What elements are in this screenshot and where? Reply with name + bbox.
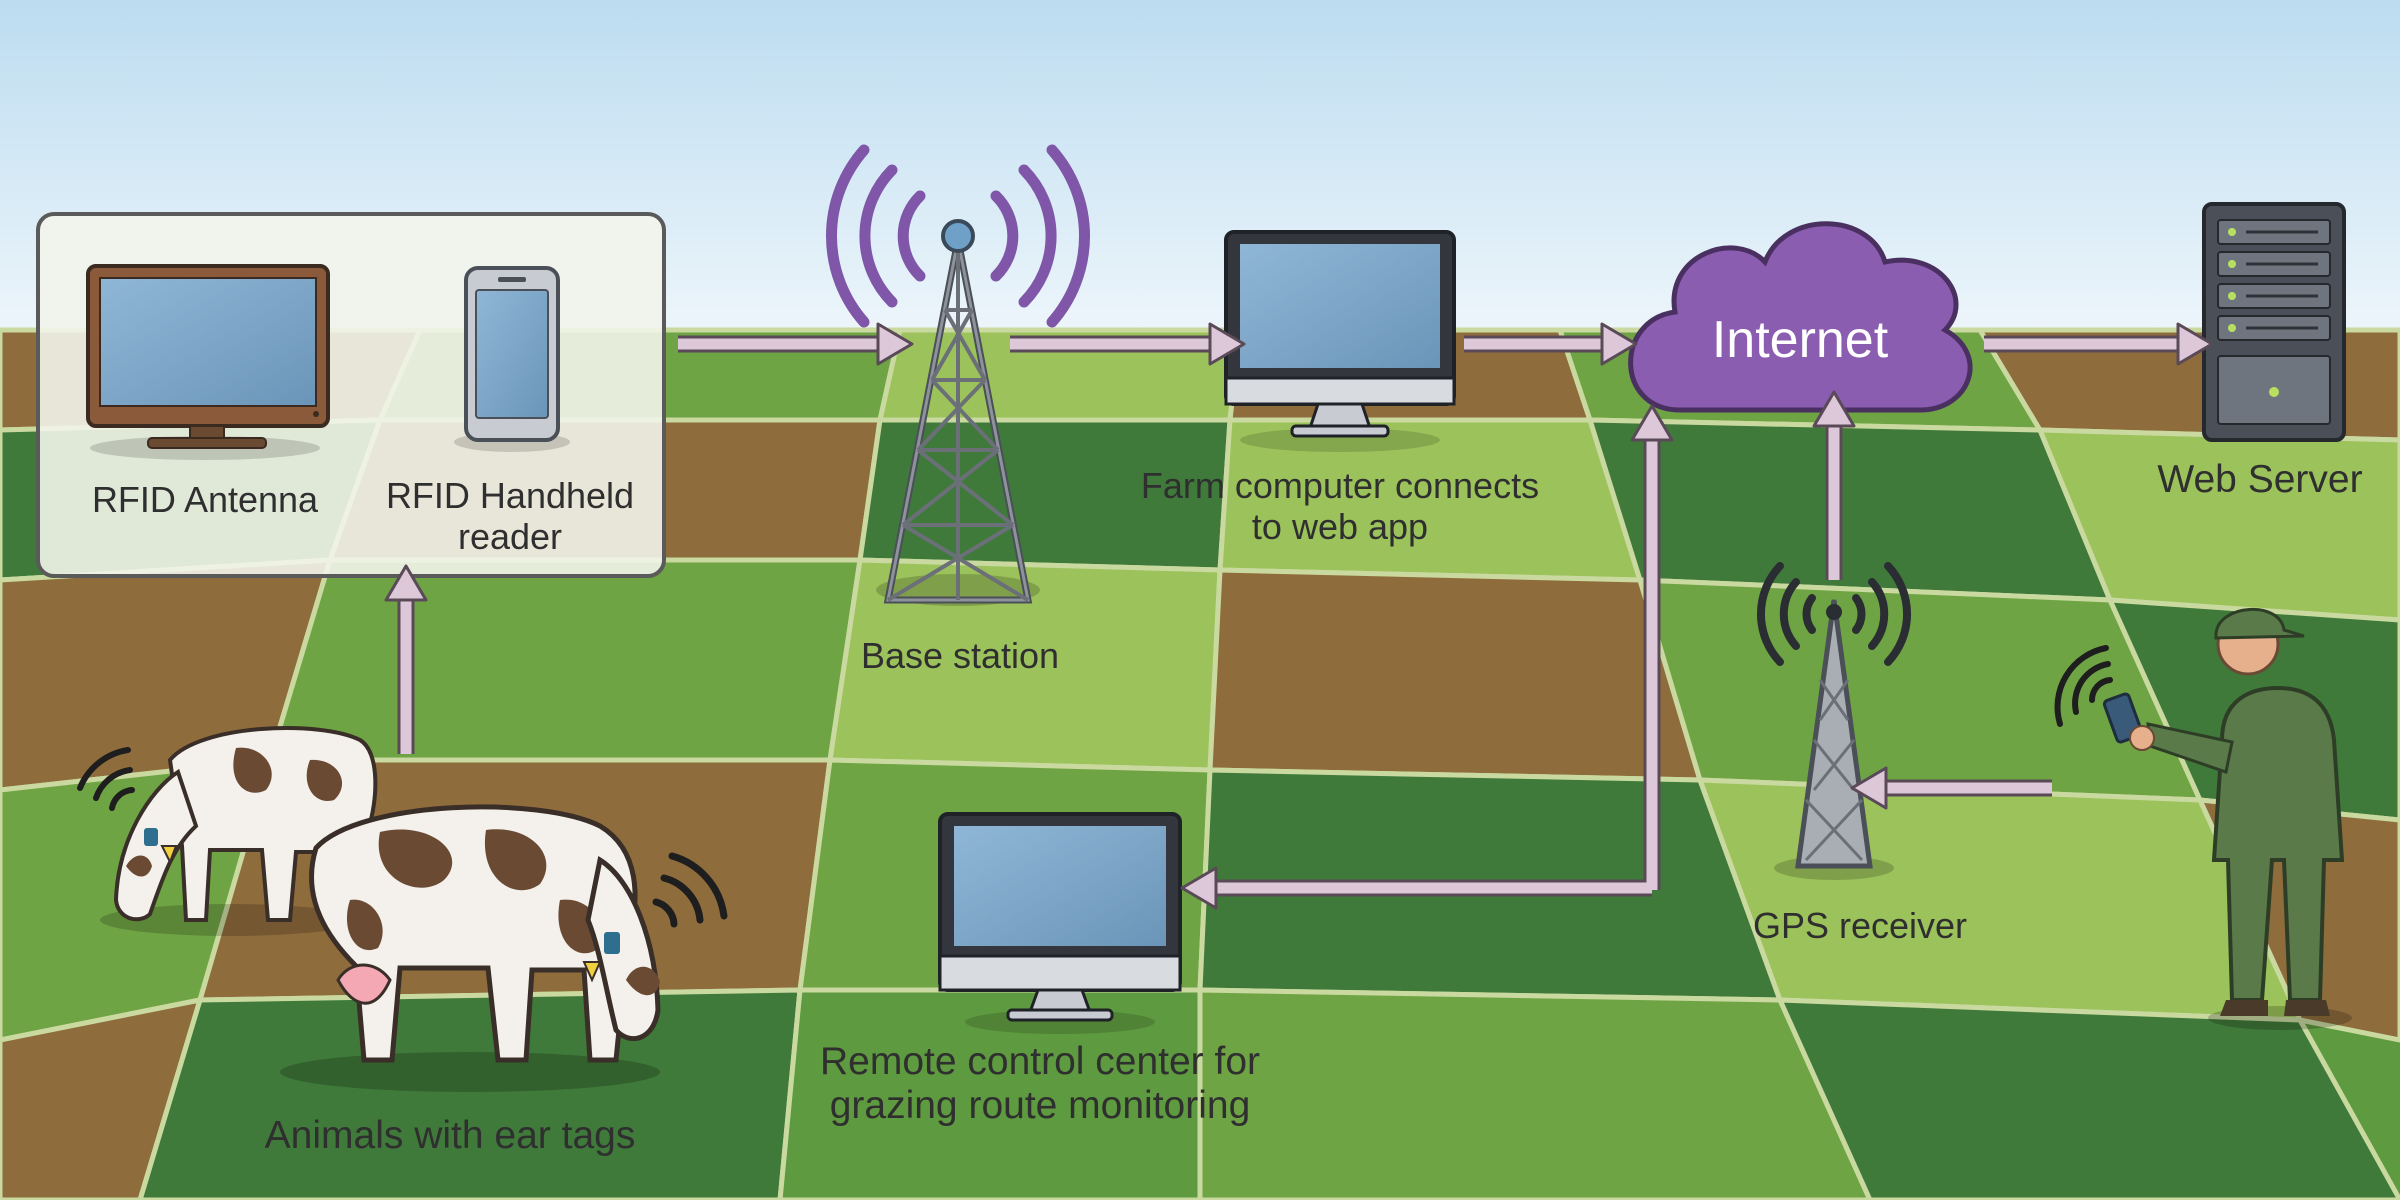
- signal-waves-icon: [2054, 645, 2113, 727]
- farm-computer-label: Farm computer connects to web app: [1090, 465, 1590, 547]
- gps-receiver-label: GPS receiver: [1752, 905, 1968, 946]
- remote-center-label: Remote control center for grazing route …: [780, 1040, 1300, 1128]
- farm-computer-label-line2: to web app: [1251, 505, 1429, 547]
- server-rack-icon: [2202, 202, 2346, 442]
- flow-arrows: [384, 322, 2214, 910]
- gps-tower-icon: [1774, 599, 1894, 880]
- base-station-label: Base station: [860, 635, 1060, 676]
- remote-center-label-line1: Remote control center for: [819, 1040, 1261, 1083]
- signal-waves-icon: [652, 852, 728, 928]
- remote-center-label-line2: grazing route monitoring: [829, 1084, 1251, 1128]
- signal-waves-icon: [77, 747, 135, 811]
- phone-icon: [454, 266, 570, 452]
- internet-label: Internet: [1711, 311, 1889, 369]
- monitor-icon: [86, 264, 330, 460]
- rfid-handheld-label-line2: reader: [457, 515, 563, 557]
- cow-icon: [100, 726, 378, 936]
- farmer-icon: [2102, 608, 2352, 1030]
- cow-icon: [280, 804, 661, 1092]
- rfid-antenna-label: RFID Antenna: [91, 479, 319, 520]
- web-server-label: Web Server: [2157, 458, 2363, 501]
- cloud-icon: [1628, 221, 1973, 413]
- signal-waves-icon: [1756, 562, 1912, 666]
- signal-waves-icon: [825, 144, 1091, 328]
- rfid-handheld-label: RFID Handheld reader: [350, 475, 670, 557]
- farm-computer-label-line1: Farm computer connects: [1140, 465, 1540, 506]
- monitor-icon: [938, 812, 1182, 1034]
- animals-label: Animals with ear tags: [264, 1114, 636, 1157]
- monitor-icon: [1224, 230, 1456, 452]
- rfid-handheld-label-line1: RFID Handheld: [385, 475, 635, 516]
- antenna-tower-icon: [876, 219, 1040, 606]
